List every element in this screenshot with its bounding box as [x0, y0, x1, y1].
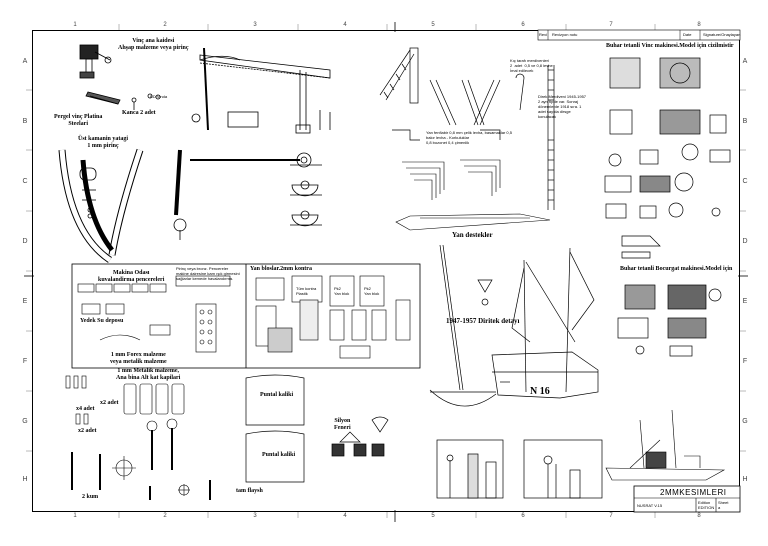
zone-col-3-bottom: 3	[253, 513, 257, 519]
title-edition-value: EDITION	[698, 505, 715, 510]
note-blok-3: Pk2 Yan blok	[364, 286, 380, 296]
title-edition-label: Edition	[698, 500, 711, 505]
caption-n16: N 16	[530, 386, 550, 397]
caption-yan-destekler: Yan destekler	[452, 231, 493, 239]
caption-x2-adet-b: x2 adet	[78, 428, 97, 434]
title-author: NUSRAT V.15	[637, 503, 663, 508]
caption-silyon: Silyon Feneri	[334, 418, 351, 431]
zone-row-c: C	[22, 178, 28, 185]
title-sheet-value: a	[718, 505, 721, 510]
note-direk: Direk Merdiveni 1945-1957 2 ayrı tipde v…	[538, 94, 587, 119]
caption-puntal-1: Puntal kaliki	[260, 392, 294, 398]
zone-col-6-bottom: 6	[521, 513, 525, 519]
revision-signature-label: Signature/Onaylayan	[703, 32, 741, 37]
zone-col-5-bottom: 5	[431, 513, 435, 519]
zone-row-d-right: D	[742, 238, 748, 245]
caption-metalik: 1 mm Metalik malzeme, Ana bina Alt kat k…	[116, 368, 181, 381]
revision-label: Revi	[539, 32, 548, 37]
zone-row-c-right: C	[742, 178, 748, 185]
note-pirinc: Pirinç veya bronz. Pencereler makine dai…	[176, 266, 240, 281]
caption-kanca: Kanca 2 adet	[122, 110, 156, 116]
caption-buhar-vinc: Buhar tetanli Vinc makinesi.Model için c…	[606, 43, 734, 49]
caption-puntal-2: Puntal kaliki	[262, 452, 296, 458]
caption-forex: 1 mm Forex malzeme veya metalik malzeme	[110, 352, 167, 365]
title-sheet-label: Sheet	[718, 500, 729, 505]
zone-col-1-bottom: 1	[73, 513, 77, 519]
caption-direk-detayi: 1947-1957 Diritek detayı	[446, 317, 520, 325]
zone-col-7-bottom: 7	[609, 513, 613, 519]
caption-tam-flaysh: tam flaysh	[236, 488, 263, 494]
zone-row-e: E	[22, 298, 28, 305]
caption-yan-bloslar: Yan bloslar.2mm kontra	[250, 266, 312, 272]
note-ladder: Yan fenfiabir 0,8 mm çelik levha, basama…	[426, 130, 512, 145]
zone-row-g: G	[22, 418, 28, 425]
caption-pergel: Pergel vinç Platina Steelari	[54, 114, 103, 127]
zone-col-5: 5	[431, 22, 435, 28]
note-blok-1: Tüm kontra Plastik	[296, 286, 317, 296]
zone-row-a-right: A	[742, 58, 748, 65]
zone-row-g-right: G	[742, 418, 748, 425]
caption-buhar-bocurgat: Buhar tetanli Bocurgat makinesi.Model iç…	[620, 266, 733, 272]
caption-yedek-su: Yedek Su deposu	[80, 318, 124, 324]
zone-col-6: 6	[521, 22, 525, 28]
title-name: 2MMKESIMLERI	[660, 488, 727, 497]
zone-row-f: F	[22, 358, 28, 365]
zone-col-2: 2	[163, 22, 167, 28]
caption-makina-odasi: Makina Odası kuvalandirma pencereleri	[98, 270, 165, 283]
zone-row-f-right: F	[742, 358, 748, 365]
caption-ust-kamanin: Üst kamanin yatagi 1 mm pirinç	[78, 136, 129, 149]
zone-col-8: 8	[697, 22, 701, 28]
zone-col-1: 1	[73, 22, 77, 28]
revision-description: Revizyon notu	[552, 32, 578, 37]
zone-col-3: 3	[253, 22, 257, 28]
drawing-frame	[32, 30, 740, 512]
caption-iki-kum: 2 kum	[82, 494, 99, 500]
zone-row-d: D	[22, 238, 28, 245]
zone-row-h-right: H	[742, 476, 748, 483]
zone-col-8-bottom: 8	[697, 513, 701, 519]
note-vinda: RD Vinda	[150, 94, 168, 99]
zone-row-b: B	[22, 118, 28, 125]
note-blok-2: Pk2 Yan blok	[334, 286, 350, 296]
zone-row-e-right: E	[742, 298, 748, 305]
zone-row-a: A	[22, 58, 28, 65]
zone-col-4-bottom: 4	[343, 513, 347, 519]
zone-col-2-bottom: 2	[163, 513, 167, 519]
zone-col-4: 4	[343, 22, 347, 28]
caption-vinc-ana-kaidesi: Vinç ana kaidesi Ahşap malzeme veya piri…	[118, 38, 189, 51]
zone-row-h: H	[22, 476, 28, 483]
zone-col-7: 7	[609, 22, 613, 28]
caption-x2-adet: x2 adet	[100, 400, 119, 406]
note-kic-tarafi: Kıç tarafı merdivenleri 2 adet 0,5 ve 0,…	[510, 58, 553, 73]
zone-row-b-right: B	[742, 118, 748, 125]
caption-x4-adet: x4 adet	[76, 406, 95, 412]
revision-date-label: Date	[683, 32, 692, 37]
